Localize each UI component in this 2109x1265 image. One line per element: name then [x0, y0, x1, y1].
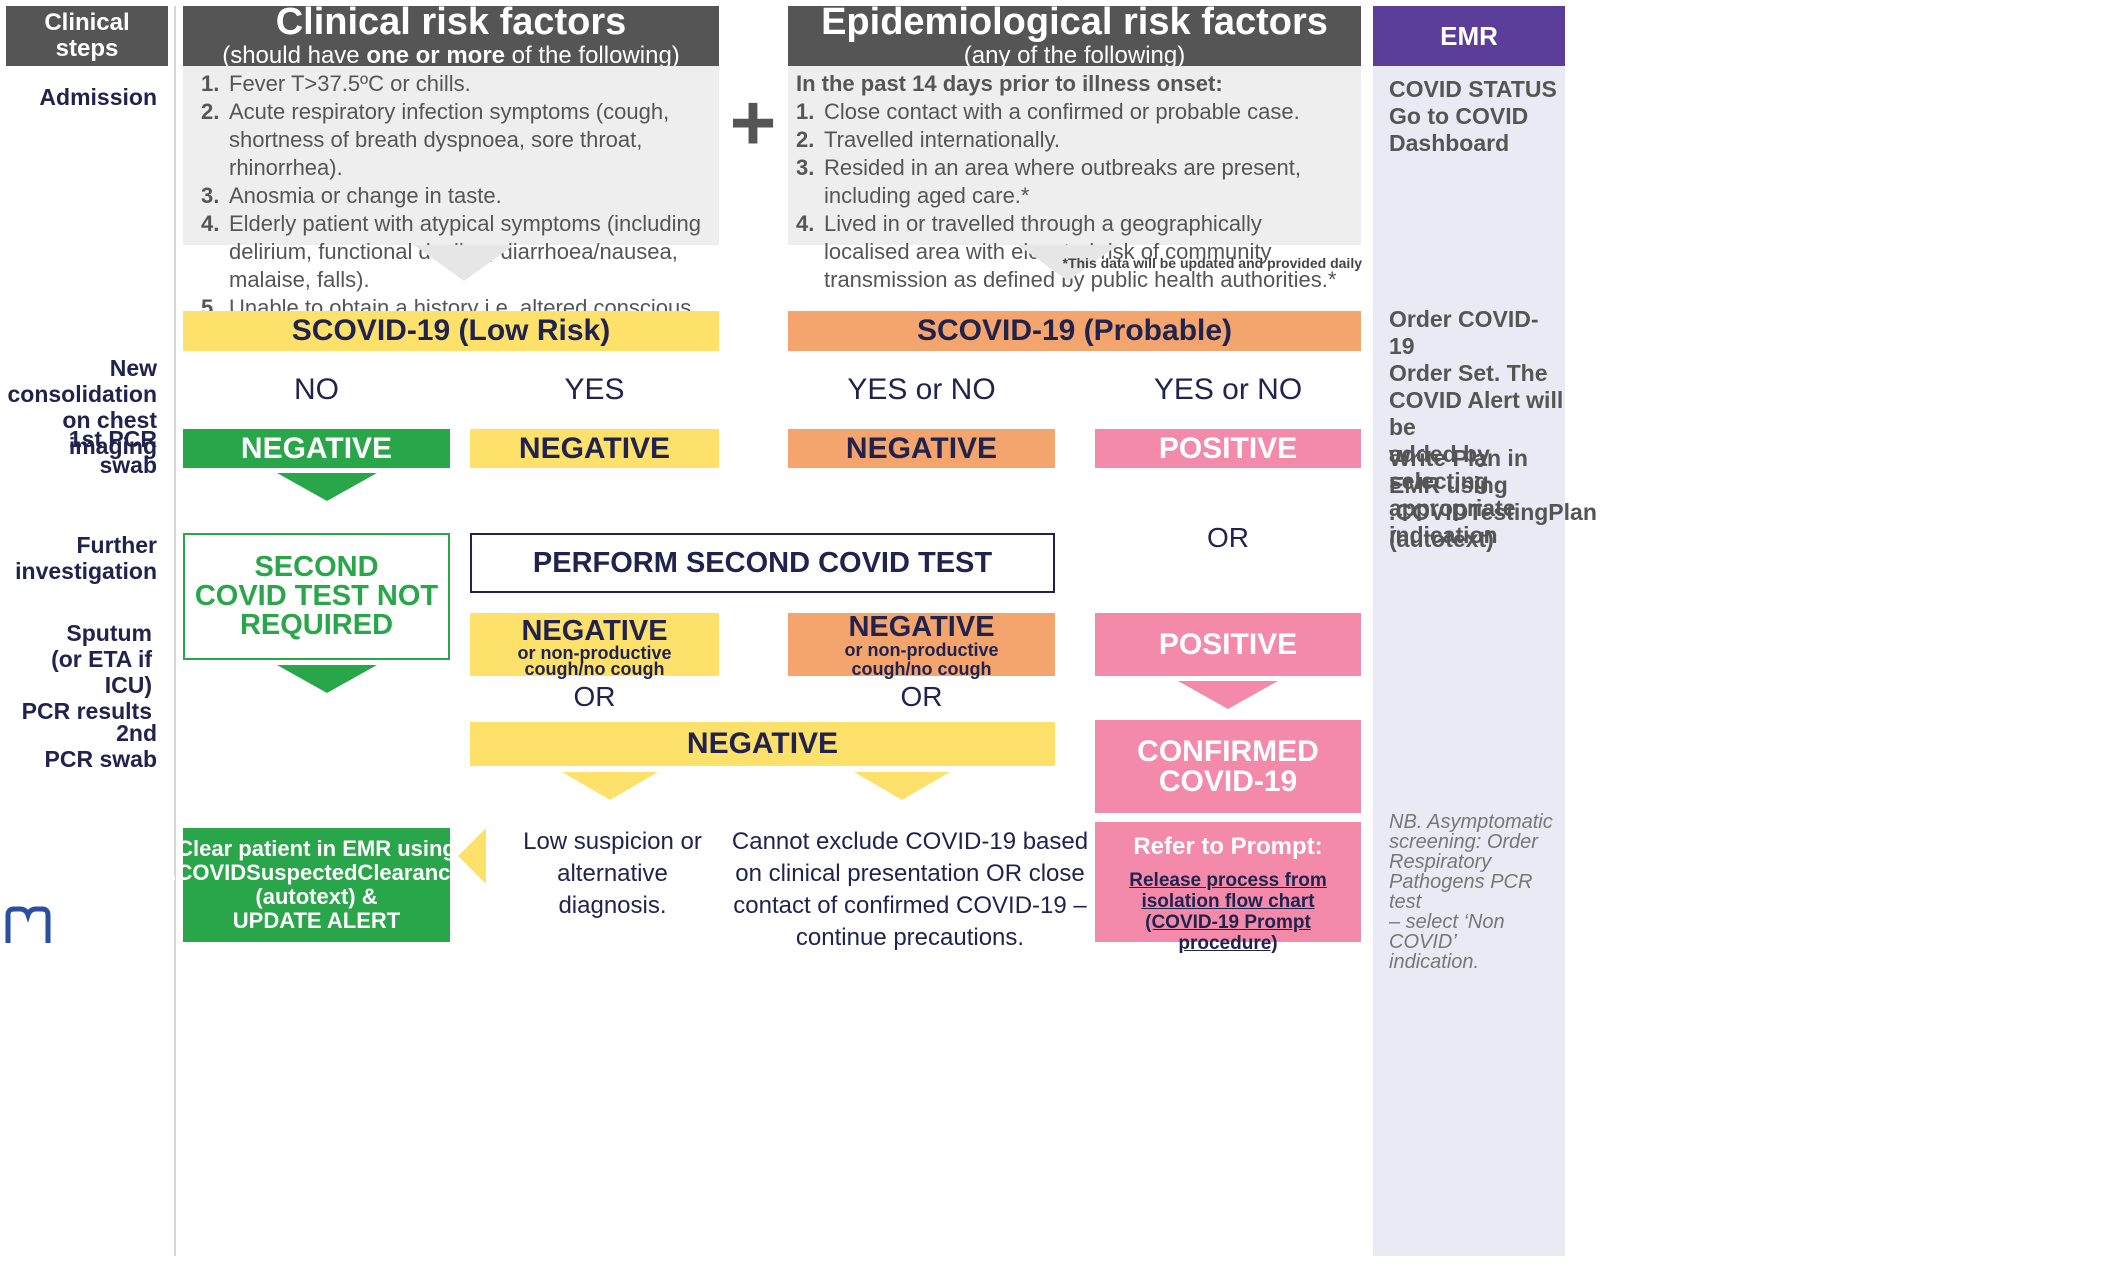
arrow-down-icon [277, 665, 377, 693]
pcr1-result-negative: NEGATIVE [470, 429, 719, 468]
epi-factor-item: 1. Close contact with a confirmed or prob… [796, 98, 1351, 126]
epi-factor-item: 2. Travelled internationally. [796, 126, 1351, 154]
sputum-negative-title: NEGATIVE [521, 615, 668, 647]
clinical-risk-title: Clinical risk factors [275, 1, 627, 43]
epi-risk-header: Epidemiological risk factors (any of the… [788, 2, 1361, 69]
clinical-factor-item-number: 1. [201, 71, 220, 96]
clinical-factor-item: 1. Fever T>37.5ºC or chills. [201, 70, 705, 98]
or-label: OR [1207, 522, 1249, 553]
arrow-down-icon [1018, 245, 1118, 281]
clinical-factor-item-text: Fever T>37.5ºC or chills. [229, 71, 471, 96]
footnote: *This data will be updated and provided … [1062, 255, 1363, 271]
perform-second-test-box: PERFORM SECOND COVID TEST [470, 533, 1055, 593]
clinical-factors-list: 1. Fever T>37.5ºC or chills. 2. Acute respi… [201, 70, 705, 350]
consolidation-answer: YES or NO [1153, 373, 1303, 406]
epi-factor-item-number: 3. [796, 155, 815, 180]
sputum-negative-subtitle: or non-productive cough/no cough [517, 643, 672, 679]
clinical-factor-item-number: 2. [201, 99, 220, 124]
arrow-down-icon [562, 772, 658, 800]
step-sputum: Sputum (or ETA if ICU) PCR results [21, 620, 152, 724]
consolidation-answer: YES [564, 373, 625, 406]
step-consolidation: New consolidation on chest imaging [7, 355, 158, 459]
pcr1-result-negative: NEGATIVE [183, 429, 450, 468]
confirmed-covid-box: CONFIRMED COVID-19 [1095, 720, 1361, 813]
emr-title: EMR [1440, 20, 1498, 51]
arrow-down-icon [1178, 681, 1278, 709]
clinical-risk-header: Clinical risk factors (should have one o… [183, 2, 719, 69]
clinical-factor-item-number: 4. [201, 211, 220, 236]
pcr2-negative-band: NEGATIVE [470, 722, 1055, 766]
refer-prompt-box: Refer to Prompt: Release process from is… [1095, 822, 1361, 954]
low-suspicion-text: Low suspicion or alternative diagnosis. [523, 828, 702, 919]
perform-second-test-label: PERFORM SECOND COVID TEST [532, 546, 993, 579]
consolidation-answer: NO [294, 373, 339, 406]
sputum-negative-probable: NEGATIVE or non-productive cough/no coug… [788, 611, 1055, 679]
release-process-link[interactable]: Release process from isolation flow char… [1129, 870, 1327, 954]
left-divider [174, 6, 176, 1256]
arrow-down-icon [414, 245, 514, 281]
epi-factor-item-number: 4. [796, 211, 815, 236]
plus-icon: + [729, 78, 777, 167]
second-test-not-required-box: SECOND COVID TEST NOT REQUIRED [183, 533, 450, 660]
epi-risk-subtitle: (any of the following) [963, 42, 1186, 69]
step-pcr2: 2nd PCR swab [44, 720, 157, 772]
clinical-factor-item: 2. Acute respiratory infection symptoms (… [201, 98, 705, 182]
epi-factor-item-text: Close contact with a confirmed or probab… [824, 99, 1300, 124]
refer-prompt-title: Refer to Prompt: [1133, 833, 1323, 860]
clinical-factors-panel: 1. Fever T>37.5ºC or chills. 2. Acute respi… [183, 66, 719, 348]
clinical-factor-item: 3. Anosmia or change in taste. [201, 182, 705, 210]
or-label: OR [573, 681, 616, 712]
epi-risk-title: Epidemiological risk factors [821, 1, 1328, 43]
emr-column [1373, 6, 1565, 1256]
epi-factors-panel: In the past 14 days prior to illness ons… [788, 66, 1361, 292]
sputum-negative-title: NEGATIVE [848, 611, 995, 643]
logo-icon [5, 906, 51, 943]
cannot-exclude-text: Cannot exclude COVID-19 based on clinica… [731, 828, 1089, 951]
or-label: OR [900, 681, 943, 712]
emr-plan-note: Write Plan in EMR using .COVIDTestingPla… [1389, 445, 1597, 552]
epi-intro: In the past 14 days prior to illness ons… [796, 71, 1223, 96]
step-further-investigation: Further investigation [15, 532, 157, 584]
sputum-positive: POSITIVE [1095, 613, 1361, 676]
sputum-negative-subtitle: or non-productive cough/no cough [844, 640, 999, 679]
pcr1-result-negative: NEGATIVE [788, 429, 1055, 468]
clinical-steps-header: Clinical steps [6, 6, 168, 66]
epi-factor-item-number: 1. [796, 99, 815, 124]
clinical-factor-item-text: Anosmia or change in taste. [229, 183, 502, 208]
sputum-negative-low-risk: NEGATIVE or non-productive cough/no coug… [470, 613, 719, 679]
epi-factor-item-text: Travelled internationally. [824, 127, 1061, 152]
confirmed-covid-label: CONFIRMED COVID-19 [1137, 734, 1319, 798]
clear-patient-box: Clear patient in EMR using .COVIDSuspect… [170, 828, 463, 942]
arrow-down-icon [277, 473, 377, 501]
epi-factor-item: 3. Resided in an area where outbreaks are… [796, 154, 1351, 210]
low-risk-band: SCOVID-19 (Low Risk) [183, 311, 719, 351]
emr-header: EMR [1373, 6, 1565, 66]
emr-covid-status-note: COVID STATUS Go to COVID Dashboard [1389, 76, 1557, 156]
arrow-left-icon [458, 828, 486, 884]
emr-nb-note: NB. Asymptomatic screening: Order Respir… [1389, 811, 1553, 973]
consolidation-answer: YES or NO [847, 373, 996, 406]
clinical-steps-label: Clinical steps [44, 9, 130, 62]
step-admission: Admission [39, 84, 157, 110]
arrow-down-icon [854, 772, 950, 800]
clinical-risk-subtitle: (should have one or more of the followin… [222, 42, 680, 69]
emr-order-set-note: Order COVID-19 Order Set. The COVID Aler… [1389, 306, 1564, 548]
clear-patient-label: Clear patient in EMR using .COVIDSuspect… [170, 836, 463, 933]
clinical-factor-item-text: Acute respiratory infection symptoms (co… [229, 99, 670, 180]
epi-factor-item-text: Resided in an area where outbreaks are p… [824, 155, 1301, 208]
clinical-factor-item-number: 3. [201, 183, 220, 208]
epi-factor-item-number: 2. [796, 127, 815, 152]
probable-band: SCOVID-19 (Probable) [788, 311, 1361, 351]
step-pcr1: 1st PCR swab [68, 426, 157, 478]
pcr1-result-positive: POSITIVE [1095, 429, 1361, 468]
second-test-not-required-label: SECOND COVID TEST NOT REQUIRED [194, 551, 439, 641]
